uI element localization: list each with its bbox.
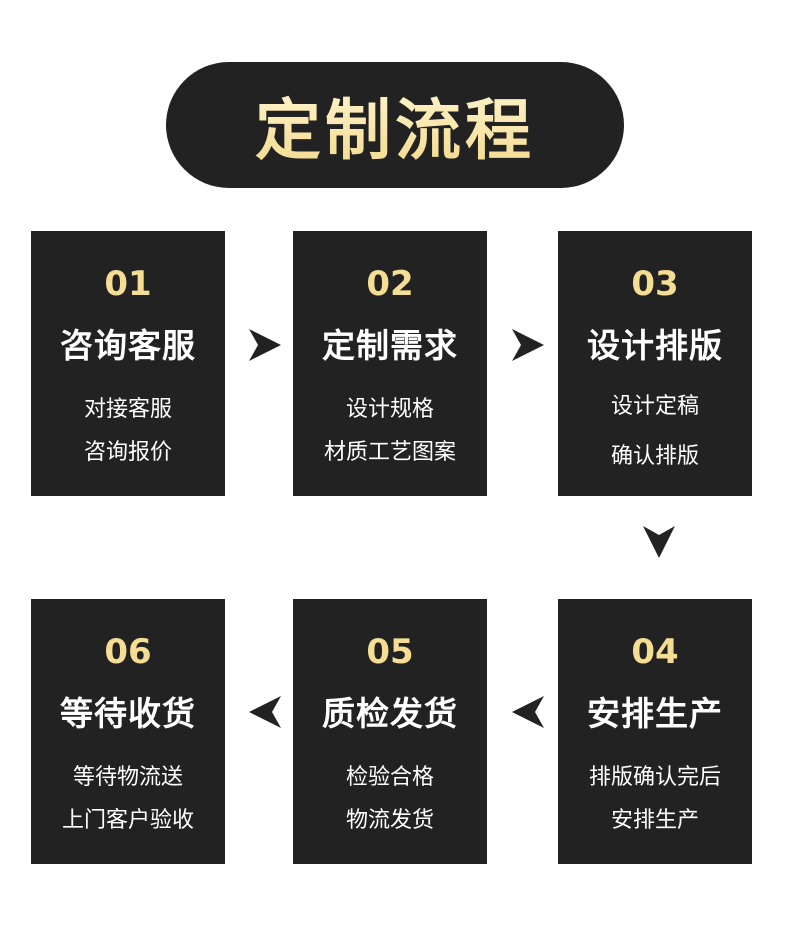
step-card-04: 04 安排生产 排版确认完后 安排生产 — [558, 599, 752, 864]
step-title: 设计排版 — [587, 326, 723, 365]
step-desc-line1: 设计规格 — [345, 397, 434, 422]
step-title: 咨询客服 — [60, 326, 196, 365]
step-number: 01 — [104, 264, 152, 304]
step-title: 质检发货 — [322, 694, 458, 733]
page-title: 定制流程 — [255, 77, 535, 173]
step-card-05: 05 质检发货 检验合格 物流发货 — [293, 599, 487, 864]
step-desc-line1: 检验合格 — [345, 765, 434, 790]
step-number: 02 — [366, 264, 414, 304]
step-desc-line2: 物流发货 — [345, 808, 434, 833]
step-title: 等待收货 — [60, 694, 196, 733]
step-card-02: 02 定制需求 设计规格 材质工艺图案 — [293, 231, 487, 496]
step-desc-line2: 确认排版 — [610, 444, 699, 469]
arrow-right-icon — [510, 327, 546, 363]
arrow-right-icon — [247, 327, 283, 363]
arrow-left-icon — [510, 694, 546, 730]
step-card-01: 01 咨询客服 对接客服 咨询报价 — [31, 231, 225, 496]
step-desc-line1: 排版确认完后 — [588, 765, 721, 790]
step-desc-line1: 等待物流送 — [72, 765, 183, 790]
arrow-down-icon — [641, 524, 677, 560]
step-number: 04 — [631, 632, 679, 672]
title-banner: 定制流程 — [166, 62, 624, 188]
step-title: 定制需求 — [322, 326, 458, 365]
step-title: 安排生产 — [587, 694, 723, 733]
step-desc-line2: 材质工艺图案 — [323, 440, 456, 465]
step-desc-line1: 对接客服 — [83, 397, 172, 422]
step-desc-line2: 安排生产 — [610, 808, 699, 833]
step-desc-line2: 上门客户验收 — [61, 808, 194, 833]
arrow-left-icon — [247, 694, 283, 730]
step-number: 05 — [366, 632, 414, 672]
step-desc-line1: 设计定稿 — [610, 394, 699, 419]
step-card-03: 03 设计排版 设计定稿 确认排版 — [558, 231, 752, 496]
step-number: 06 — [104, 632, 152, 672]
step-number: 03 — [631, 264, 679, 304]
step-desc-line2: 咨询报价 — [83, 440, 172, 465]
step-card-06: 06 等待收货 等待物流送 上门客户验收 — [31, 599, 225, 864]
